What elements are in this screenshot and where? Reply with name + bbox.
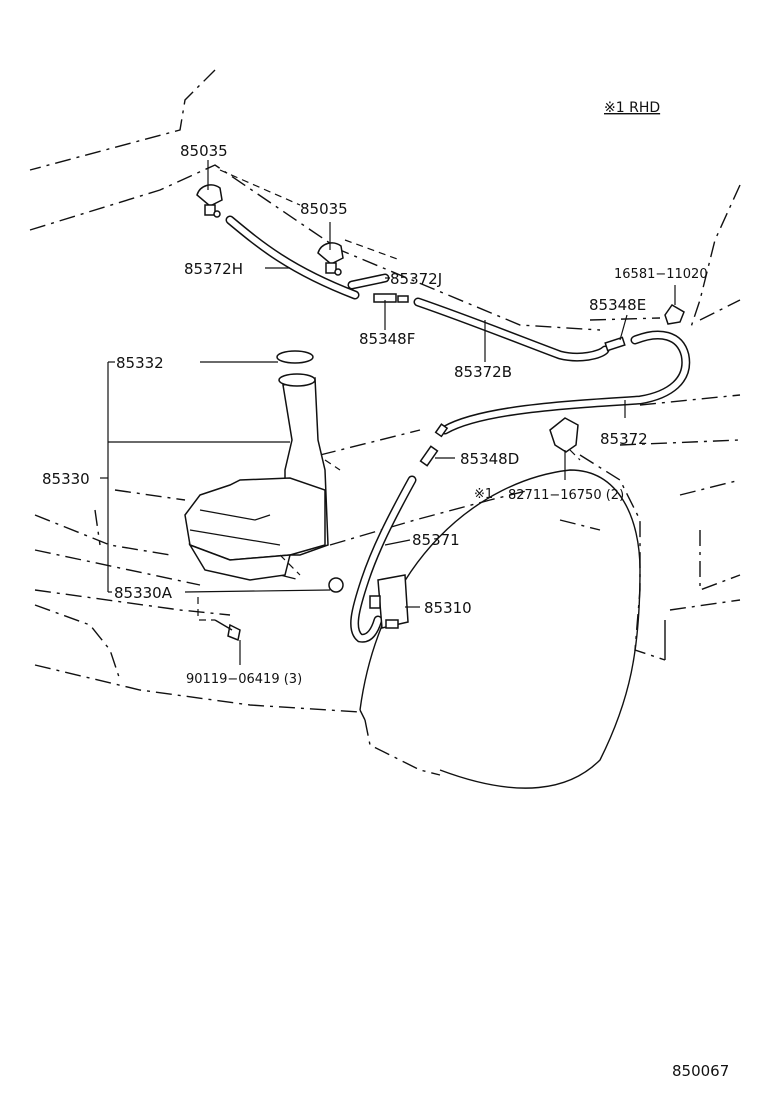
nozzle-icon [317, 242, 344, 276]
label-85330a: 85330A [114, 584, 173, 602]
clip-icon [664, 304, 685, 325]
label-85372j: 85372J [390, 270, 442, 288]
figure-number: 850067 [672, 1062, 729, 1080]
leader-lines [100, 160, 676, 665]
rhd-note: ※1 RHD [604, 100, 660, 116]
joint-icon [373, 293, 409, 303]
label-90119-06419: 90119−06419 (3) [186, 672, 302, 687]
label-85348d: 85348D [460, 450, 519, 468]
label-85330: 85330 [42, 470, 90, 488]
clamp-icon [549, 417, 579, 453]
label-85348e: 85348E [589, 296, 646, 314]
label-85035-a: 85035 [180, 142, 228, 160]
assembly-guides [197, 169, 581, 621]
washer-pump-icon [369, 574, 409, 629]
label-85310: 85310 [424, 599, 472, 617]
nozzle-icon [196, 184, 223, 218]
label-85372b: 85372B [454, 363, 512, 381]
hoses [225, 215, 691, 643]
label-85035-b: 85035 [300, 200, 348, 218]
joint-icon [604, 336, 626, 352]
joint-icon [419, 423, 449, 467]
label-16581-11020: 16581−11020 [614, 267, 708, 282]
wheel-arch [359, 469, 666, 789]
body-outline [29, 69, 741, 776]
label-85348f: 85348F [359, 330, 415, 348]
rhd-mark: ※1 [474, 487, 493, 502]
label-85332: 85332 [116, 354, 164, 372]
washer-tank-icon [184, 350, 344, 642]
label-85372h: 85372H [184, 260, 243, 278]
label-82711-16750: 82711−16750 (2) [508, 488, 624, 503]
label-85372: 85372 [600, 430, 648, 448]
label-85371: 85371 [412, 531, 460, 549]
